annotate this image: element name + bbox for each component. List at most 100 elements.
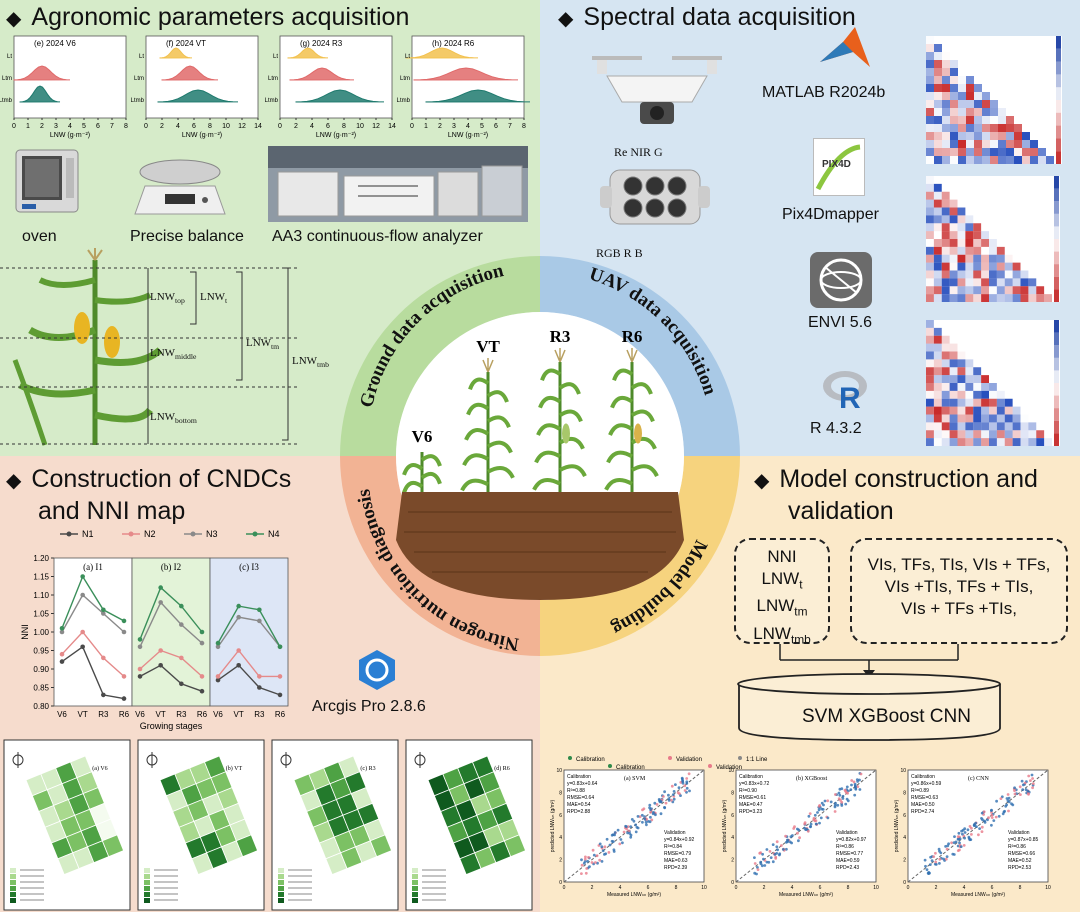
matrix-colorbar <box>1054 433 1059 446</box>
scatter-y-tick: 8 <box>731 790 734 796</box>
matrix-cell <box>989 430 997 439</box>
matrix-colorbar <box>1056 48 1061 62</box>
density-tick-label: 8 <box>522 123 526 130</box>
map-grid <box>159 755 259 876</box>
matrix-cell <box>973 254 982 263</box>
matrix-cell <box>965 270 974 279</box>
map-legend-swatch <box>412 880 418 885</box>
matrix-cell <box>949 406 958 415</box>
matrix-cell <box>996 262 1005 271</box>
matrix-cell <box>942 132 950 140</box>
scatter-point <box>613 831 617 834</box>
scatter-point <box>926 871 930 875</box>
matrix-cell <box>957 270 966 279</box>
maize-leaf <box>558 409 583 423</box>
scatter-point <box>1006 799 1010 803</box>
matrix-cell <box>949 367 958 376</box>
matrix-cell <box>965 406 974 415</box>
matrix-cell <box>950 68 958 76</box>
scatter-x-tick: 8 <box>1019 885 1022 891</box>
matrix-cell <box>933 294 942 302</box>
density-tick-label: 2 <box>294 123 298 130</box>
cndc-title-line2: and NNI map <box>38 497 186 525</box>
density-tick-label: 2 <box>40 123 44 130</box>
density-xlabel: LNW (g·m⁻²) <box>50 132 90 139</box>
scatter-point <box>813 813 817 817</box>
matrix-cell <box>926 335 934 344</box>
diamond-icon: ◆ <box>754 470 770 492</box>
matrix-cell <box>966 148 974 156</box>
scatter-point <box>850 783 853 787</box>
matrix-cell <box>973 278 982 287</box>
map-legend-swatch <box>144 892 150 897</box>
matrix-colorbar <box>1054 357 1059 371</box>
calibration-stat: MAE=0.50 <box>911 802 935 808</box>
scatter-point <box>588 865 591 868</box>
maize-leaf <box>486 440 513 454</box>
matrix-cell <box>934 156 942 164</box>
scatter-ylabel: predicted LNWₜₘ (g/m²) <box>550 799 556 852</box>
matrix-cell <box>933 286 942 295</box>
scatter-point <box>598 842 602 846</box>
matrix-cell <box>996 390 1005 399</box>
map-cell <box>503 834 527 858</box>
scatter-point <box>607 851 611 854</box>
matrix-cell <box>982 132 990 140</box>
matrix-cell <box>996 414 1005 423</box>
matrix-cell <box>1004 422 1013 431</box>
x-tick-label: R3 <box>176 710 187 719</box>
matrix-cell <box>981 270 989 279</box>
matrix-cell <box>996 430 1005 439</box>
matrix-cell <box>926 398 934 407</box>
matrix-cell <box>957 375 966 383</box>
matrix-cell <box>941 231 950 239</box>
matrix-cell <box>965 438 974 446</box>
scatter-point <box>838 793 842 797</box>
nni-point <box>179 622 184 627</box>
scatter-legend-marker <box>708 764 712 768</box>
nni-series-line <box>139 586 203 640</box>
scatter-point <box>814 822 818 826</box>
scatter-point <box>649 815 652 819</box>
drone-caption: Re NIR G <box>614 145 663 159</box>
scatter-point <box>990 823 993 827</box>
scatter-point <box>944 845 947 848</box>
density-ylabel: Ltm <box>268 76 278 82</box>
matrix-cell <box>965 383 974 391</box>
matrix-cell <box>933 239 942 247</box>
matrix-cell <box>957 246 966 255</box>
matrix-cell <box>941 254 950 263</box>
matrix-cell <box>974 100 982 108</box>
matrix-cell <box>973 262 982 271</box>
matrix-cell <box>989 239 997 247</box>
arcgis-logo-icon <box>359 650 395 690</box>
matrix-cell <box>1006 140 1014 148</box>
lnw-middle-label: LNWmiddle <box>150 347 197 362</box>
model-title-line1: ◆Model construction and <box>754 465 1038 493</box>
scatter-point <box>846 799 850 803</box>
matrix-cell <box>990 108 998 116</box>
map-legend-swatch <box>412 892 418 897</box>
scatter-point <box>636 815 640 818</box>
multispectral-camera-icon <box>600 169 710 225</box>
validation-stat: R²=0.86 <box>1008 844 1026 850</box>
matrix-cell <box>949 383 958 391</box>
map-label: (c) R3 <box>360 765 375 772</box>
matrix-cell <box>934 124 942 132</box>
stage-label: V6 <box>412 427 433 446</box>
density-curve <box>413 67 519 81</box>
scatter-point <box>853 793 857 797</box>
matrix-cell <box>1012 286 1021 295</box>
matrix-cell <box>941 278 950 287</box>
scatter-point <box>961 832 964 836</box>
matrix-cell <box>1014 148 1022 156</box>
nni-point <box>59 629 65 635</box>
scatter-point <box>776 848 779 852</box>
density-ylabel: Ltmb <box>265 98 279 104</box>
scatter-point <box>755 872 758 876</box>
scatter-point <box>1031 786 1034 790</box>
scatter-y-tick: 4 <box>903 835 906 841</box>
matrix-cell <box>941 414 950 423</box>
nni-point <box>199 640 205 646</box>
